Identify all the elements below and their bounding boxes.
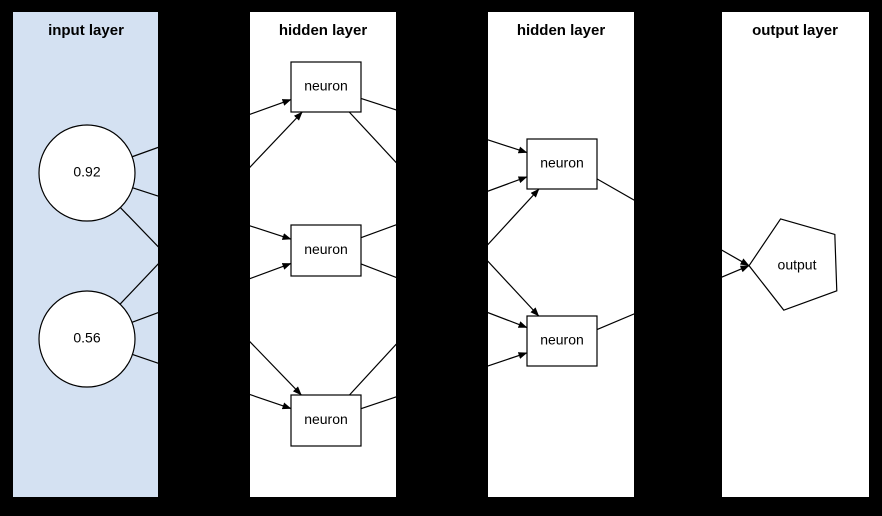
node-in-2[interactable]: 0.56 bbox=[39, 291, 135, 387]
node-h2-1[interactable]: neuron bbox=[527, 139, 597, 189]
node-label-out-1: output bbox=[778, 257, 817, 273]
panel-gap-4 bbox=[869, 0, 882, 516]
layer-title-input: input layer bbox=[48, 22, 124, 39]
top-margin bbox=[0, 0, 882, 12]
node-label-h1-3: neuron bbox=[304, 411, 348, 427]
node-label-in-2: 0.56 bbox=[73, 330, 100, 346]
node-label-in-1: 0.92 bbox=[73, 164, 100, 180]
node-h1-3[interactable]: neuron bbox=[291, 395, 361, 446]
node-label-h2-2: neuron bbox=[540, 332, 584, 348]
node-label-h1-2: neuron bbox=[304, 241, 348, 257]
node-h2-2[interactable]: neuron bbox=[527, 316, 597, 366]
panel-gap-0 bbox=[0, 0, 13, 516]
panel-gap-1 bbox=[158, 0, 250, 516]
layer-panel-hidden-2[interactable] bbox=[488, 12, 634, 497]
panel-gap-3 bbox=[634, 0, 722, 516]
layer-title-hidden-2: hidden layer bbox=[517, 22, 606, 39]
node-h1-1[interactable]: neuron bbox=[291, 62, 361, 112]
node-label-h2-1: neuron bbox=[540, 155, 584, 171]
bottom-margin bbox=[0, 497, 882, 516]
node-h1-2[interactable]: neuron bbox=[291, 225, 361, 276]
layer-title-output: output layer bbox=[752, 22, 838, 39]
layer-title-hidden-1: hidden layer bbox=[279, 22, 368, 39]
panel-gap-2 bbox=[396, 0, 488, 516]
node-label-h1-1: neuron bbox=[304, 78, 348, 94]
node-in-1[interactable]: 0.92 bbox=[39, 125, 135, 221]
layer-panel-input[interactable] bbox=[13, 12, 158, 497]
